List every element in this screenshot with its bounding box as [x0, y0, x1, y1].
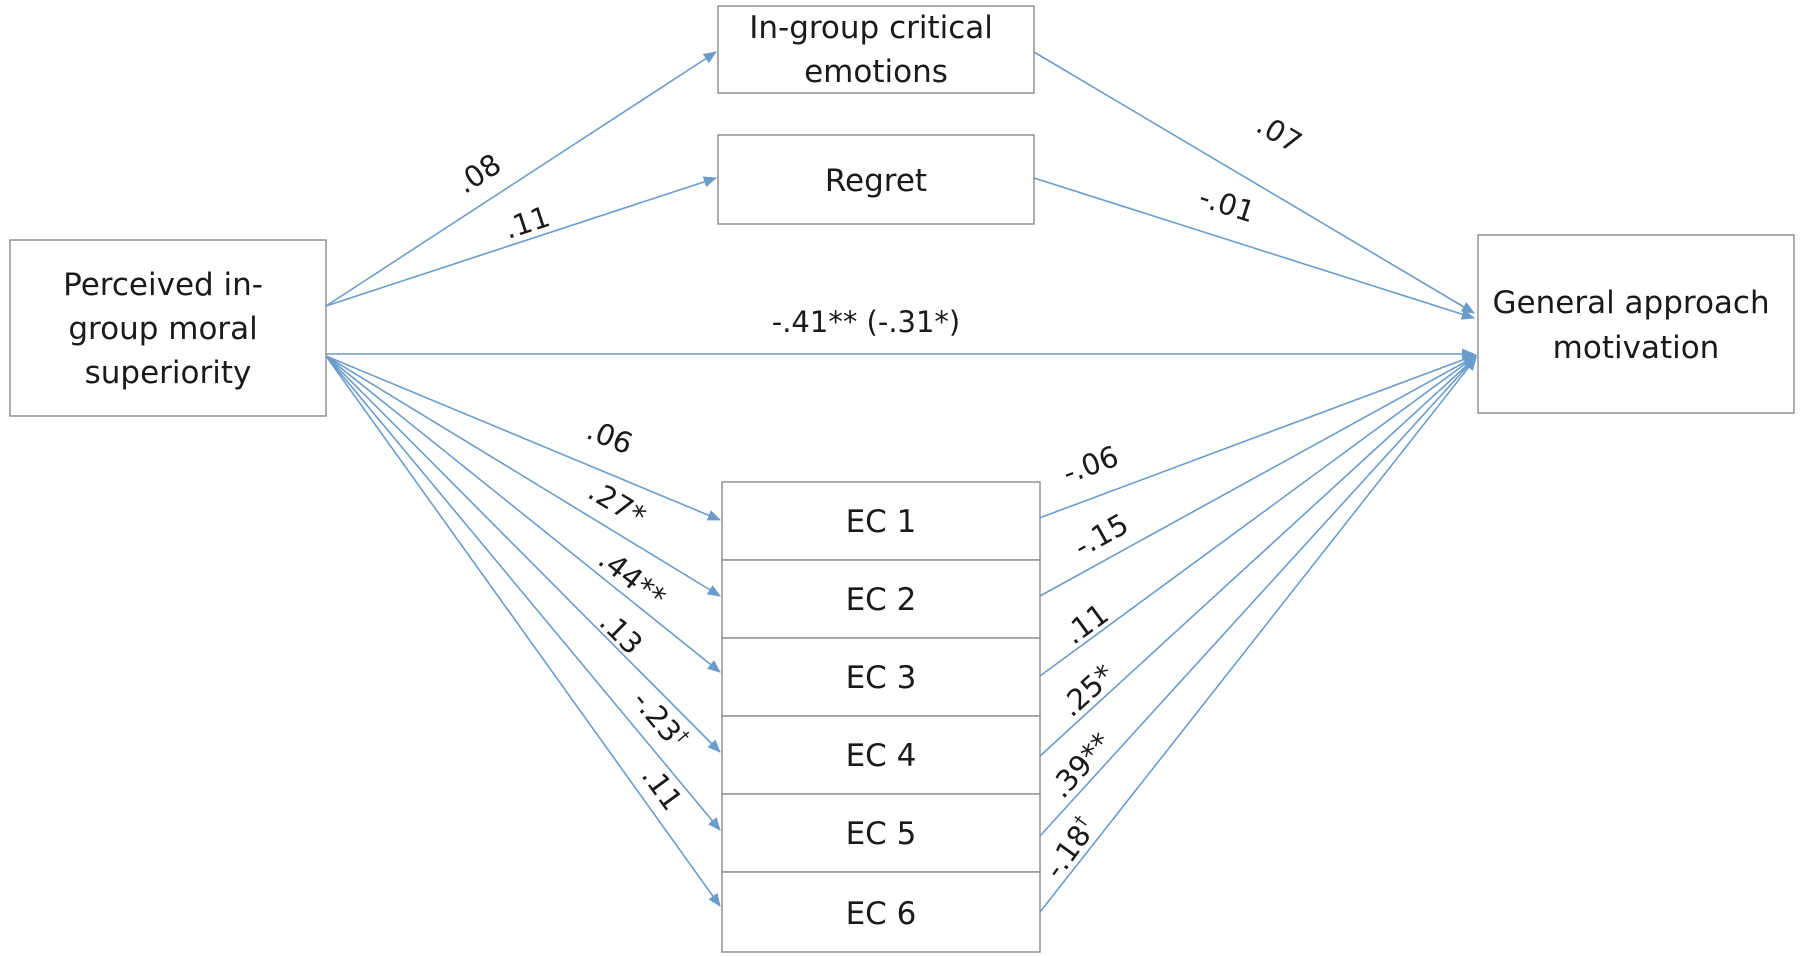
node-ingroup-critical-emotions-label: In-group critical emotions — [749, 10, 1003, 90]
arrow-predictor-to-ec5 — [325, 355, 721, 831]
arrow-predictor-to-ec1 — [325, 355, 722, 521]
coef-ec3-to-outcome: .11 — [1057, 597, 1114, 652]
coef-predictor-to-ec2: .27* — [582, 473, 651, 533]
arrow-ec6-to-outcome — [1039, 357, 1477, 913]
coef-predictor-to-emotions: .08 — [450, 147, 507, 201]
arrow-regret-to-outcome — [1033, 177, 1476, 320]
coef-predictor-to-regret: .11 — [500, 199, 554, 246]
node-ec1: EC 1 — [721, 481, 1041, 561]
node-regret: Regret — [717, 134, 1035, 225]
node-ec3-label: EC 3 — [846, 660, 917, 696]
node-ec1-label: EC 1 — [846, 504, 917, 540]
coef-predictor-to-ec1: .06 — [582, 412, 638, 461]
arrows — [325, 51, 1478, 913]
node-predictor-label: Perceived in- group moral superiority — [63, 267, 273, 391]
coef-emotions-to-outcome: .07 — [1251, 107, 1308, 160]
arrow-ec1-to-outcome — [1033, 354, 1478, 521]
node-ec2-label: EC 2 — [846, 582, 917, 618]
coef-predictor-to-ec4: .13 — [593, 605, 650, 662]
arrow-ec5-to-outcome — [1039, 356, 1477, 837]
coef-direct-path: -.41** (-.31*) — [772, 305, 961, 339]
coef-regret-to-outcome: -.01 — [1195, 180, 1259, 230]
node-ec5-label: EC 5 — [846, 816, 917, 852]
node-general-approach-motivation-label: General approach motivation — [1493, 285, 1780, 366]
node-predictor: Perceived in- group moral superiority — [9, 239, 327, 417]
coef-predictor-to-ec5: -.23† — [626, 684, 694, 756]
node-ec6: EC 6 — [721, 871, 1041, 953]
node-ec5: EC 5 — [721, 793, 1041, 873]
coef-predictor-to-ec6: .11 — [635, 759, 690, 816]
arrow-ec4-to-outcome — [1039, 356, 1477, 757]
node-ingroup-critical-emotions: In-group critical emotions — [717, 5, 1035, 94]
arrow-emotions-to-outcome — [1033, 51, 1475, 314]
arrow-ec2-to-outcome — [1039, 355, 1477, 597]
coef-ec5-to-outcome: .39** — [1043, 726, 1119, 805]
arrow-predictor-to-ec4 — [325, 355, 721, 753]
node-ec2: EC 2 — [721, 559, 1041, 639]
node-ec3: EC 3 — [721, 637, 1041, 717]
node-ec4-label: EC 4 — [846, 738, 917, 774]
arrow-predictor-to-ec2 — [325, 355, 721, 597]
node-ec4: EC 4 — [721, 715, 1041, 795]
arrow-predictor-to-regret — [325, 176, 718, 307]
arrow-predictor-to-emotions — [325, 51, 717, 307]
coef-ec1-to-outcome: -.06 — [1058, 439, 1123, 490]
coef-ec6-to-outcome: -.18† — [1037, 811, 1103, 884]
arrow-predictor-to-ec3 — [325, 355, 721, 673]
coef-ec2-to-outcome: -.15 — [1068, 507, 1134, 564]
node-ec6-label: EC 6 — [846, 896, 917, 932]
arrow-ec3-to-outcome — [1039, 355, 1477, 677]
arrow-predictor-to-ec6 — [325, 355, 721, 907]
node-general-approach-motivation: General approach motivation — [1477, 234, 1795, 414]
node-regret-label: Regret — [825, 163, 927, 199]
